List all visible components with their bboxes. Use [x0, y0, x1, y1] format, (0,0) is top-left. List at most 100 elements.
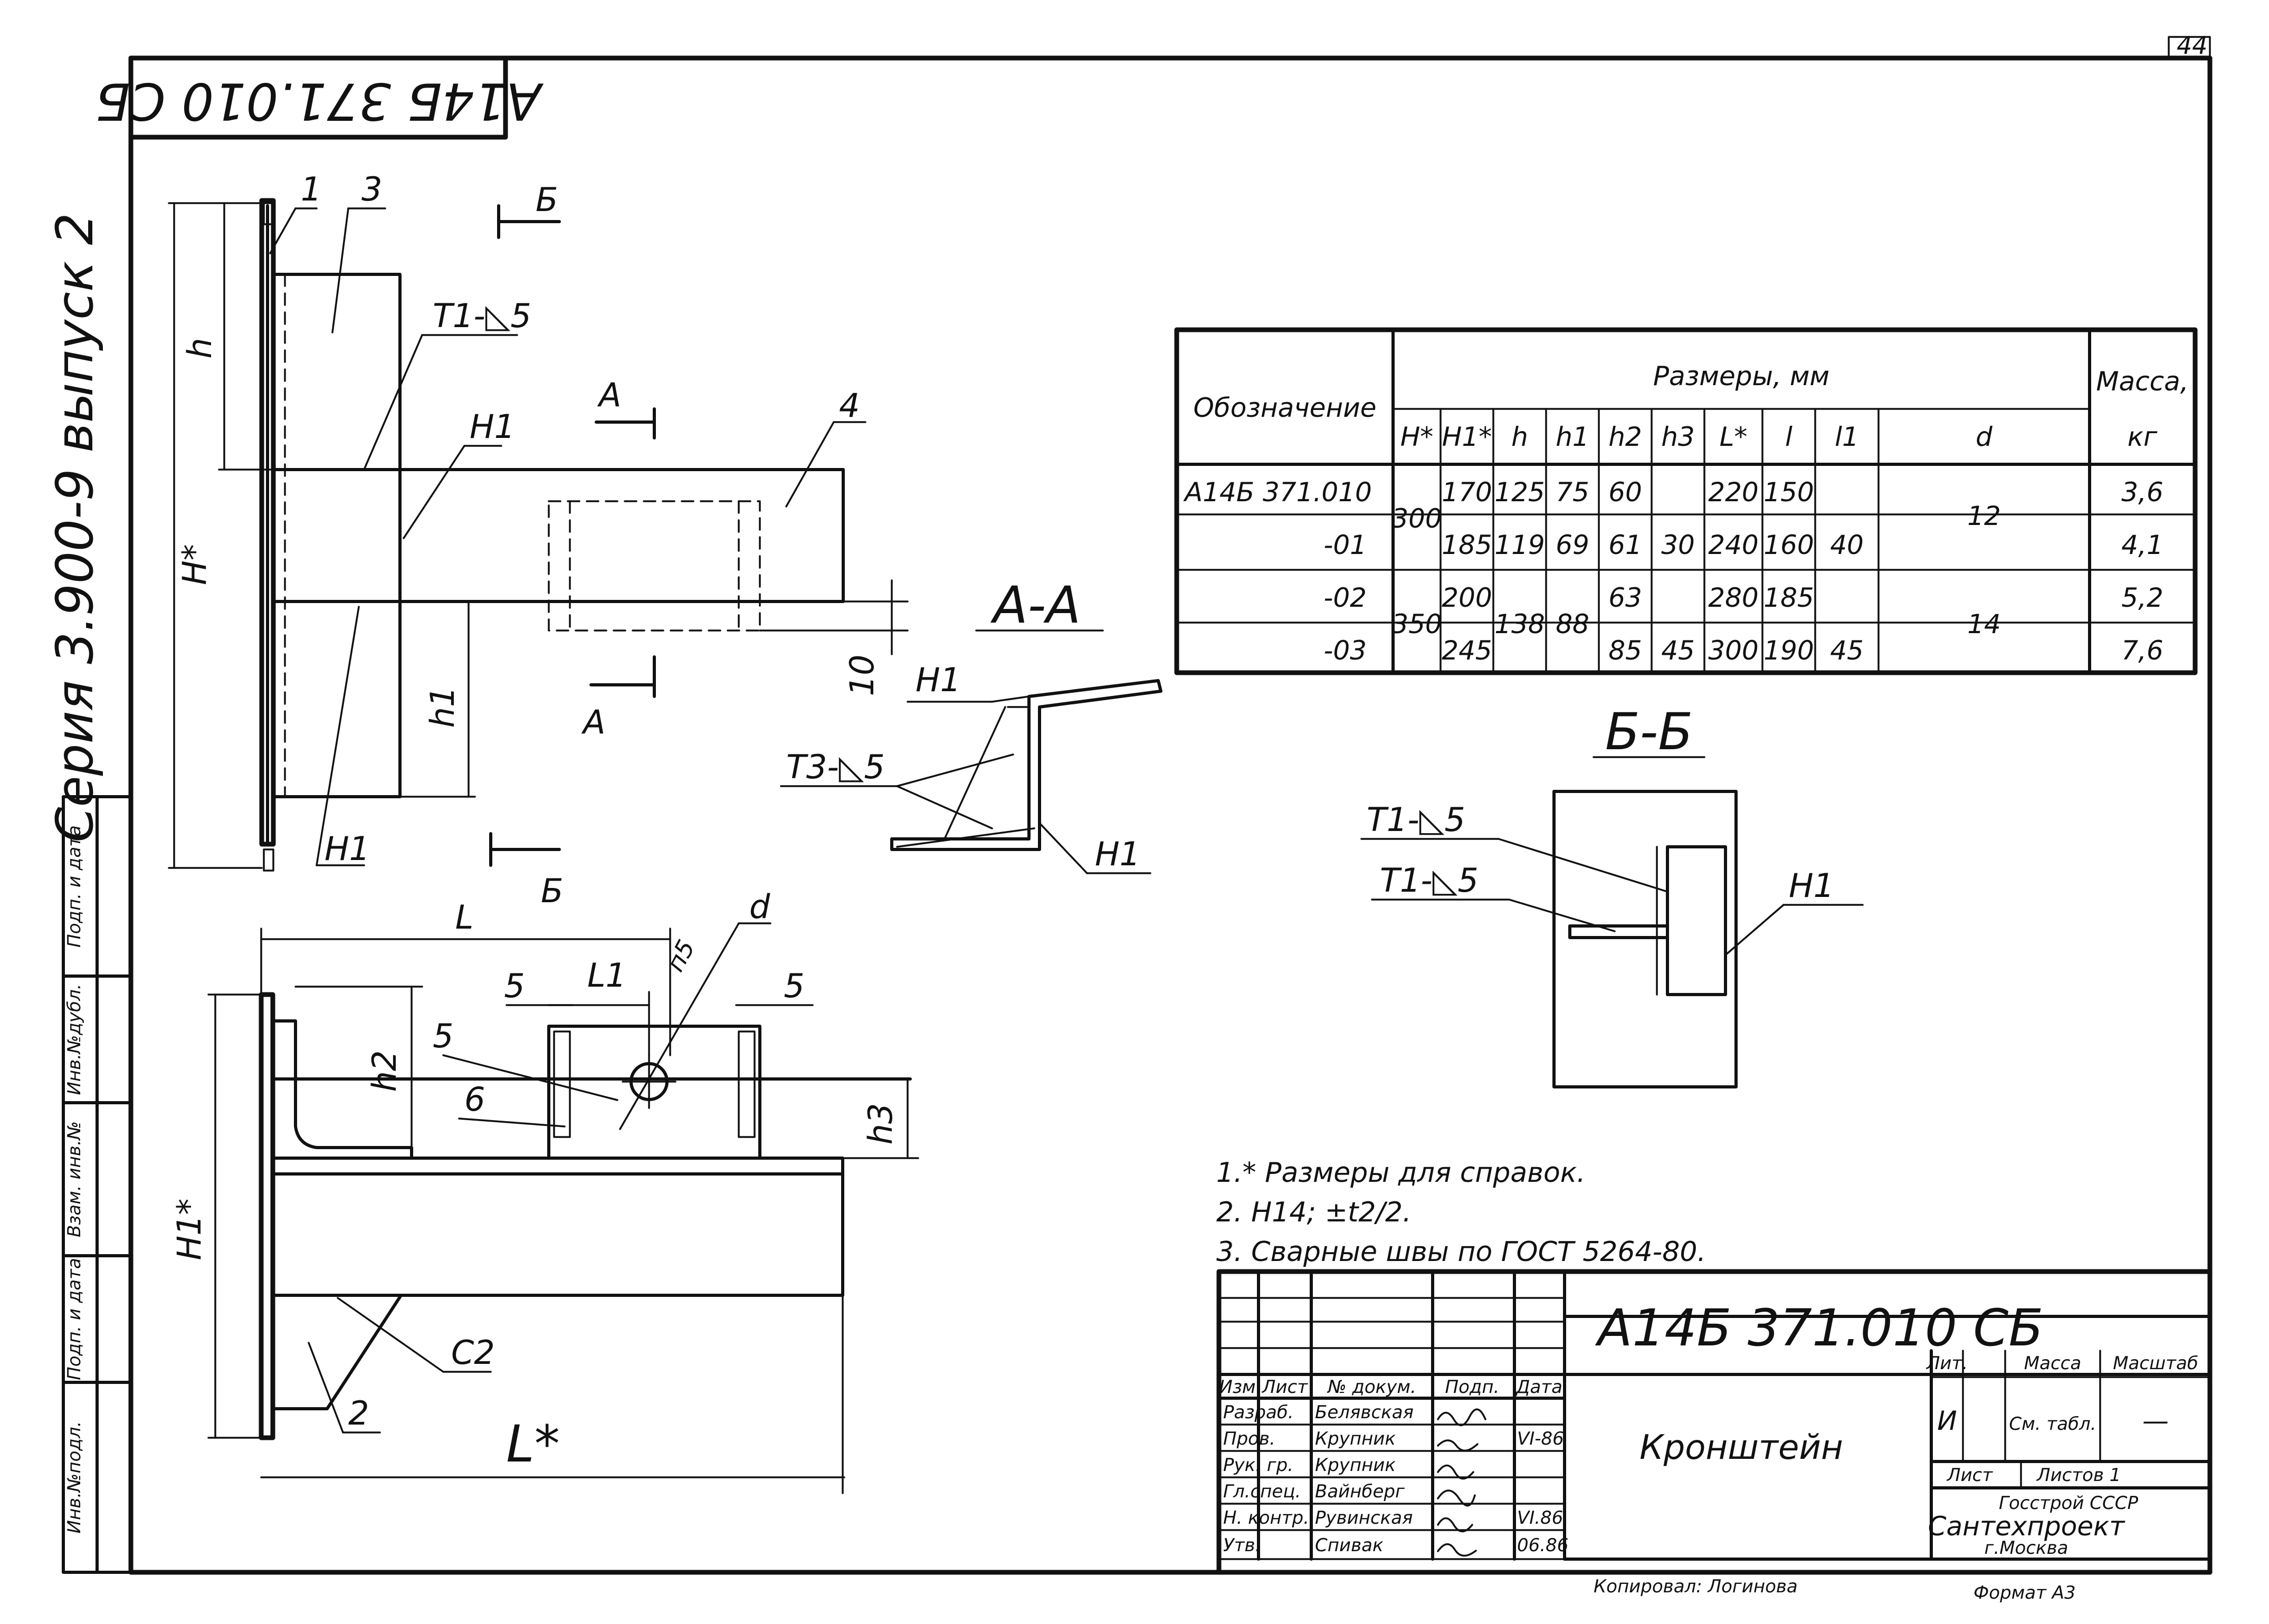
- section-bb-label-t1-top: Т1-◺5: [1367, 800, 1465, 839]
- part-label-1: 1: [301, 170, 321, 208]
- dim-H1-star: H1*: [170, 1198, 208, 1260]
- corner-stamp-box: [128, 55, 508, 140]
- title-name-2: Крупник: [1315, 1455, 1396, 1476]
- plan-view: L L1 5 5 d п5 h2 h3 H1* L* 5 6: [170, 887, 919, 1494]
- table-col-H1: H1*: [1442, 422, 1492, 452]
- table-row-3-h2: 85: [1608, 635, 1642, 666]
- side-stamp-field-2: Подп. и дата: [64, 1258, 85, 1380]
- part-label-3: 3: [361, 170, 382, 208]
- side-series-label: Серия 3.900-9 выпуск 2: [45, 213, 104, 842]
- section-bb-label-h1: Н1: [1789, 866, 1834, 905]
- table-col-h2: h2: [1608, 422, 1642, 452]
- title-role-1: Пров.: [1223, 1428, 1275, 1449]
- table-row-2-d: 14: [1967, 609, 2001, 639]
- title-scale-label: Масштаб: [2113, 1353, 2198, 1374]
- cut-marker-a-top: А: [597, 376, 621, 414]
- sheet-number: 44: [2177, 31, 2208, 60]
- table-row-0-H1: 170: [1442, 477, 1492, 508]
- section-aa-title: А-А: [990, 576, 1081, 635]
- dim-h2: h2: [365, 1050, 404, 1092]
- title-col-doc: № докум.: [1327, 1377, 1416, 1398]
- dim-h3: h3: [861, 1103, 900, 1145]
- table-row-2-h2: 63: [1608, 582, 1642, 613]
- title-name-1: Крупник: [1315, 1428, 1396, 1449]
- table-row-0-L: 220: [1708, 477, 1758, 508]
- title-format: Формат А3: [1974, 1582, 2076, 1603]
- table-col-l: l: [1785, 422, 1793, 452]
- title-name-4: Рувинская: [1315, 1507, 1413, 1529]
- table-row-3-mass: 7,6: [2121, 635, 2163, 666]
- title-date-5: 06.86: [1517, 1535, 1568, 1556]
- table-header-mass-unit: кг: [2128, 422, 2158, 452]
- table-row-0-mass: 3,6: [2121, 477, 2163, 508]
- dimensions-table: Обозначение Размеры, мм Масса, кг H* H1*…: [1174, 327, 2198, 675]
- table-row-2-h1: 88: [1556, 609, 1589, 639]
- table-header-mass: Масса,: [2096, 366, 2188, 397]
- title-lit-label: Лит.: [1925, 1353, 1968, 1374]
- table-row-1-mass: 4,1: [2121, 530, 2163, 560]
- table-row-1-h: 119: [1494, 530, 1545, 560]
- title-lit-value: И: [1937, 1406, 1957, 1436]
- table-row-0-l: 150: [1763, 477, 1814, 508]
- title-date-1: VI-86: [1517, 1428, 1564, 1449]
- table-row-2-designation: -02: [1323, 582, 1367, 613]
- part-label-5: 5: [433, 1017, 453, 1055]
- table-row-1-L: 240: [1708, 530, 1758, 560]
- part-label-2: 2: [348, 1394, 369, 1432]
- title-block: А14Б 371.010 СБ Кронштейн Изм Лист № док…: [1216, 1269, 2213, 1603]
- title-org-line1: Госстрой СССР: [1999, 1493, 2138, 1514]
- cut-marker-b-top: Б: [536, 180, 558, 219]
- title-sheet-label: Лист: [1946, 1465, 1993, 1486]
- dim-10: 10: [843, 655, 881, 696]
- table-row-1-h3: 30: [1661, 530, 1695, 560]
- title-col-date: Дата: [1515, 1377, 1562, 1398]
- table-row-3-designation: -03: [1323, 635, 1367, 666]
- table-col-h1: h1: [1556, 422, 1589, 452]
- title-name-5: Спивак: [1315, 1535, 1384, 1556]
- weld-label-h1-lower: Н1: [325, 829, 370, 868]
- part-label-4: 4: [839, 386, 860, 425]
- dim-d: d: [749, 887, 770, 926]
- table-row-0-H: 300: [1391, 503, 1442, 534]
- note-2: 2. H14; ±t2/2.: [1216, 1197, 1412, 1228]
- side-stamp: Инв.№подл. Подп. и дата Взам. инв.№ Инв.…: [62, 795, 132, 1574]
- table-row-2-H: 350: [1391, 609, 1442, 639]
- table-row-3-l1: 45: [1830, 635, 1864, 666]
- title-sheets-label: Листов 1: [2036, 1465, 2121, 1486]
- table-row-3-H1: 245: [1442, 635, 1492, 666]
- dim-H-star: H*: [175, 544, 214, 585]
- table-col-d: d: [1976, 422, 1992, 452]
- signature-scribble: [1437, 1408, 1486, 1557]
- side-stamp-field-3: Взам. инв.№: [64, 1121, 85, 1237]
- note-3: 3. Сварные швы по ГОСТ 5264-80.: [1216, 1236, 1706, 1268]
- table-row-0-designation: А14Б 371.010: [1183, 477, 1372, 508]
- table-row-1-d: 12: [1967, 501, 2001, 531]
- table-row-1-designation: -01: [1323, 530, 1367, 560]
- table-row-0-h1: 75: [1556, 477, 1589, 508]
- dim-L-star: L*: [506, 1415, 559, 1474]
- title-name-0: Белявская: [1315, 1402, 1414, 1423]
- title-mass-value: См. табл.: [2009, 1413, 2096, 1435]
- title-role-5: Утв.: [1223, 1535, 1261, 1556]
- table-col-h3: h3: [1661, 422, 1695, 452]
- table-row-0-h: 125: [1494, 477, 1545, 508]
- title-date-4: VI.86: [1517, 1507, 1563, 1529]
- table-row-1-h2: 61: [1608, 530, 1642, 560]
- dim-L1: L1: [587, 956, 626, 995]
- cut-marker-a-bottom: А: [581, 703, 605, 741]
- dim-L: L: [455, 898, 474, 937]
- part-label-6: 6: [464, 1080, 485, 1119]
- title-org-line3: г.Москва: [1985, 1537, 2068, 1559]
- dim-5-right: 5: [784, 967, 804, 1005]
- table-header-sizes: Размеры, мм: [1653, 361, 1829, 391]
- side-stamp-field-1: Инв.№подл.: [64, 1421, 85, 1534]
- side-stamp-field-4: Инв.№дубл.: [64, 983, 85, 1095]
- title-role-0: Разраб.: [1223, 1402, 1294, 1423]
- note-1: 1.* Размеры для справок.: [1216, 1157, 1586, 1189]
- title-copied-by: Копировал: Логинова: [1594, 1576, 1798, 1597]
- table-row-2-L: 280: [1708, 582, 1758, 613]
- title-doc-number: А14Б 371.010 СБ: [1595, 1298, 2044, 1358]
- title-name-3: Вайнберг: [1315, 1481, 1405, 1502]
- title-col-sign: Подп.: [1445, 1377, 1500, 1398]
